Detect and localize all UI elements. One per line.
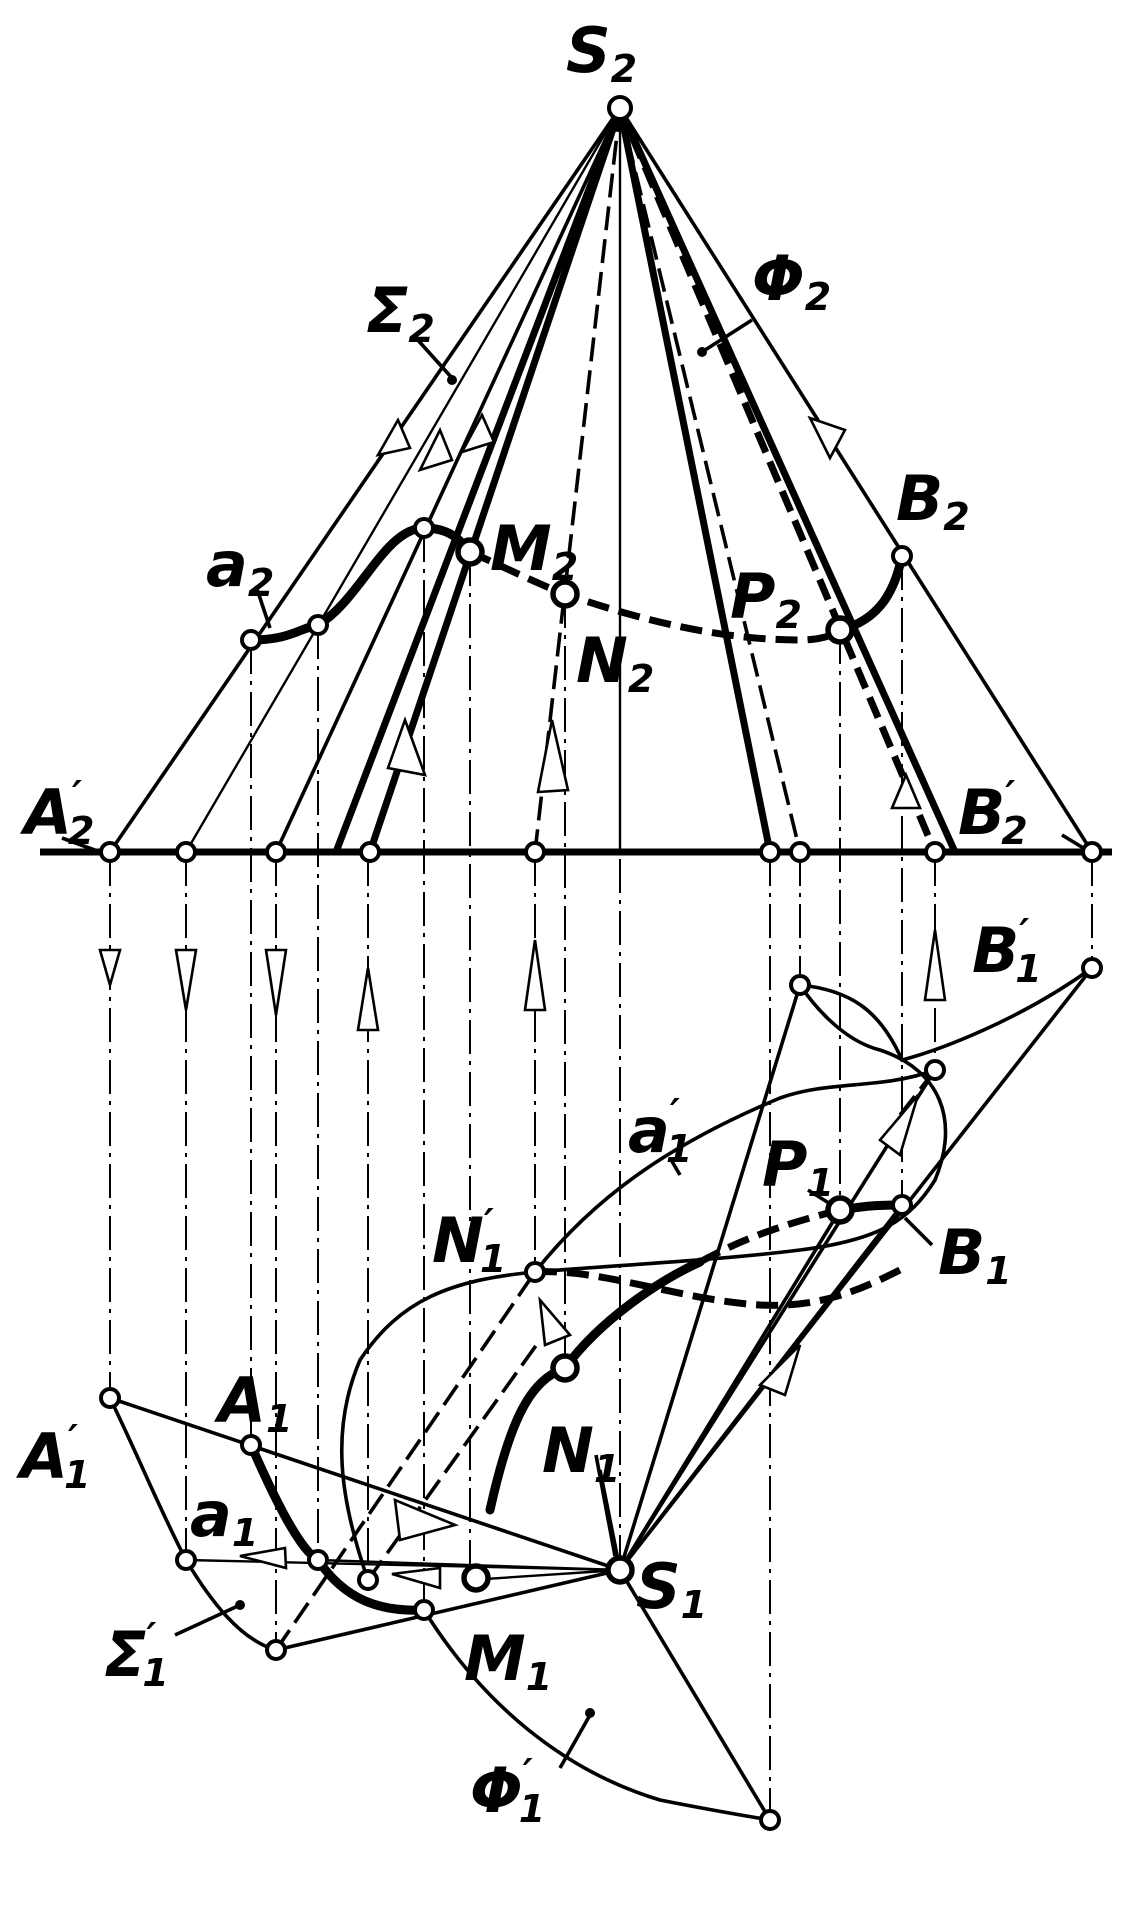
- curve-a2-hidden: [468, 548, 843, 644]
- curve-a1-prime: [533, 1068, 936, 1274]
- label-p2: P2: [730, 560, 802, 637]
- point-b2-prime: [1081, 841, 1103, 863]
- label-b2-prime: B′2: [958, 773, 1028, 853]
- sigma1-edge: [109, 1396, 621, 1572]
- label-a2: a2: [206, 528, 274, 605]
- point-n1: [550, 1353, 580, 1383]
- point-a1: [240, 1434, 262, 1456]
- label-sigma2: Σ2: [366, 274, 435, 351]
- generator-sb2: [618, 107, 1094, 853]
- label-b1-prime: B′1: [972, 911, 1042, 991]
- point-m2: [455, 537, 485, 567]
- label-b1: B1: [938, 1216, 1012, 1293]
- point-p1: [825, 1195, 855, 1225]
- point-s1: [605, 1555, 635, 1585]
- point-b1: [891, 1194, 913, 1216]
- point-n2: [550, 579, 580, 609]
- link-arrows: [98, 929, 947, 1032]
- projection-link-lines: [109, 495, 1093, 1820]
- curve-a2-visible: [246, 523, 475, 645]
- label-phi2: Φ2: [752, 242, 831, 319]
- labels: S2 Φ2 Σ2 B2 M2 a2 P2 N2 A′2 B′2 B′1: [15, 14, 1042, 1831]
- label-sigma1-prime: Σ′1: [104, 1615, 169, 1695]
- label-s2: S2: [566, 14, 637, 91]
- label-p1: P1: [762, 1128, 834, 1205]
- label-m1: M1: [464, 1622, 552, 1699]
- point-b2: [891, 545, 913, 567]
- top-view: [99, 957, 1103, 1831]
- label-n1-prime: N′1: [432, 1201, 506, 1281]
- label-n2: N2: [576, 624, 654, 701]
- generator-sa2: [108, 106, 622, 854]
- front-view: [40, 95, 1112, 863]
- label-b2: B2: [896, 462, 970, 539]
- label-a1-prime-point: A′1: [15, 1417, 90, 1497]
- point-b1-prime: [1081, 957, 1103, 979]
- label-n1: N1: [542, 1414, 620, 1491]
- label-phi1-prime: Φ′1: [470, 1751, 545, 1831]
- label-s1: S1: [636, 1550, 707, 1627]
- label-a1-point: A1: [213, 1364, 292, 1441]
- point-a1-prime: [99, 1387, 121, 1409]
- label-a1-prime-curve: a′1: [628, 1091, 692, 1171]
- point-m1: [413, 1599, 435, 1621]
- point-p2: [825, 615, 855, 645]
- label-a1-curve: a1: [190, 1478, 258, 1555]
- point-s2: [607, 95, 633, 121]
- label-a2-prime: A′2: [19, 773, 94, 853]
- point-n1-prime: [524, 1261, 546, 1283]
- point-a2-prime: [99, 841, 121, 863]
- cone-base-phi1: [339, 984, 948, 1581]
- label-m2: M2: [490, 512, 578, 589]
